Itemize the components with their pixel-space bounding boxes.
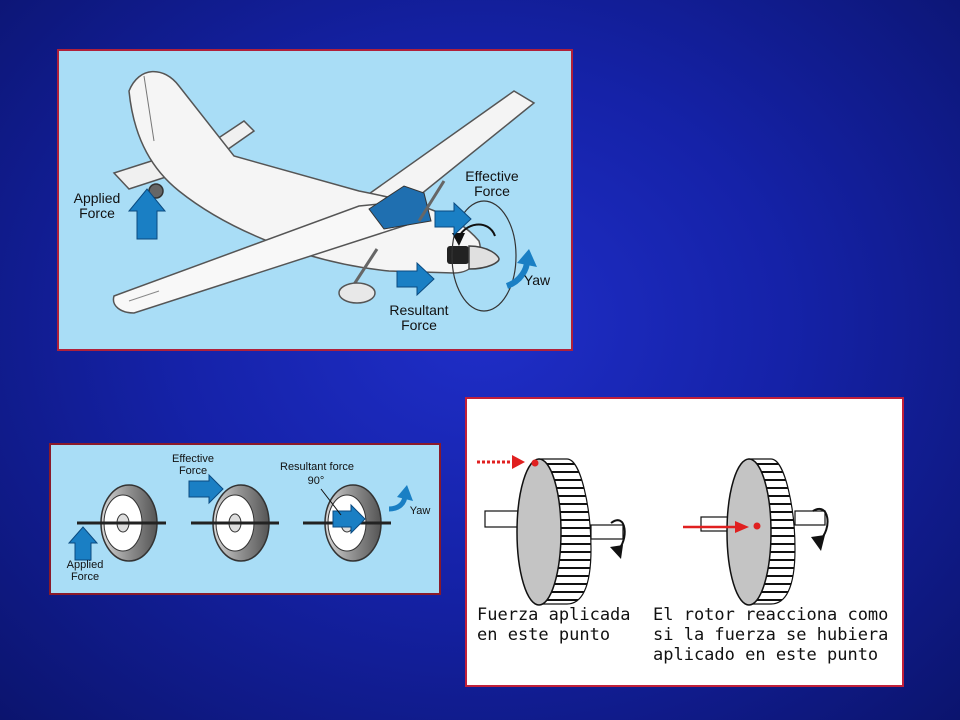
rotor-reaction-diagram: Fuerza aplicada en este punto El rotor r…	[465, 397, 904, 687]
gyro-effective-force-label: Effective Force	[172, 453, 214, 478]
gyro-yaw-label: Yaw	[409, 505, 431, 517]
resultant-force-label: Resultant Force	[389, 302, 449, 334]
resultant-force-arrow	[396, 261, 435, 297]
gyro-angle-label: 90°	[307, 475, 325, 487]
gyroscope-illustration	[67, 473, 413, 562]
gyroscope-precession-diagram: Effective Force Resultant force 90° Yaw …	[49, 443, 441, 595]
effective-force-arrow	[434, 201, 472, 237]
applied-force-label: Applied Force	[73, 190, 121, 222]
applied-force-arrow	[127, 188, 167, 240]
yaw-label: Yaw	[523, 272, 551, 288]
applied-point-dot	[531, 459, 539, 467]
gyro-applied-force-label: Applied Force	[66, 559, 104, 584]
gyro-applied-force-arrow	[67, 526, 99, 561]
gyro-resultant-force-label: Resultant force	[280, 461, 354, 473]
rotor-illustration	[477, 455, 829, 606]
right-caption: El rotor reacciona como si la fuerza se …	[653, 605, 889, 666]
effective-force-label: Effective Force	[465, 168, 519, 200]
gyro-effective-force-arrow	[188, 473, 224, 505]
airplane-precession-diagram: Applied Force Effective Force Resultant …	[57, 49, 573, 351]
reaction-point-dot	[753, 522, 761, 530]
airplane-illustration	[112, 70, 537, 314]
yaw-arrow	[517, 249, 537, 267]
gyro-yaw-arrow	[397, 485, 413, 501]
gyro-resultant-force-arrow	[332, 503, 366, 535]
left-caption: Fuerza aplicada en este punto	[477, 605, 631, 646]
